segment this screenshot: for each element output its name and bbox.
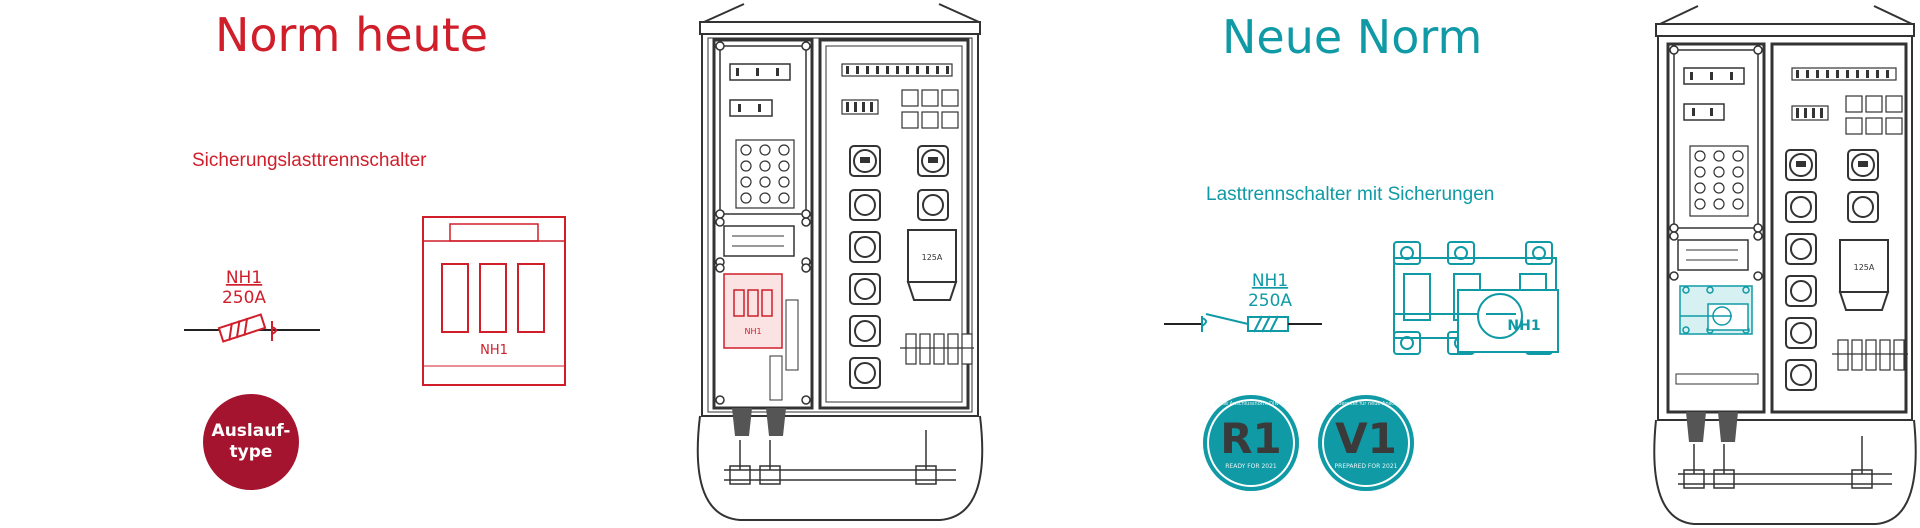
v1-letter: V1 [1335, 414, 1397, 463]
discontinued-badge: Auslauf- type [203, 394, 299, 490]
cabinet-breaker-label-old: 125A [922, 253, 943, 262]
left-title: Norm heute [215, 8, 489, 62]
switch-label-old: NH1 [480, 343, 508, 358]
nh1-switch-new: NH1 [1393, 241, 1559, 355]
switch-label-new: NH1 [1507, 318, 1540, 334]
symbol-rating-old: 250A [222, 288, 266, 308]
r1-letter: R1 [1220, 414, 1282, 463]
badge-line-1: Auslauf- [211, 421, 291, 441]
fuse-switch-symbol-old: NH1 250A [184, 268, 320, 343]
right-title: Neue Norm [1222, 10, 1483, 64]
distribution-cabinet-old: NH1 125A [696, 3, 984, 521]
symbol-type-old: NH1 [226, 268, 262, 288]
r1-ring-text: Neue Anschlussnorm DIN VDE 0100-714 · Ge… [1215, 401, 1287, 407]
symbol-rating-new: 250A [1248, 291, 1292, 311]
cabinet-switch-label-old: NH1 [744, 327, 761, 336]
symbol-type-new: NH1 [1252, 271, 1288, 291]
v1-badge: Vorbereitet für neue Anschlussnorm DIN V… [1318, 395, 1414, 491]
v1-ring-text: Vorbereitet für neue Anschlussnorm DIN V… [1330, 401, 1402, 407]
left-subtitle: Sicherungslasttrennschalter [192, 150, 427, 171]
cabinet-breaker-label-new: 125A [1854, 263, 1875, 272]
nh1-switch-old: NH1 [422, 216, 566, 386]
r1-badge: Neue Anschlussnorm DIN VDE 0100-714 · Ge… [1203, 395, 1299, 491]
r1-small: READY FOR 2021 [1225, 463, 1277, 470]
v1-small: PREPARED FOR 2021 [1334, 463, 1398, 470]
load-switch-symbol-new: NH1 250A [1164, 271, 1322, 333]
distribution-cabinet-new: 125A [1653, 5, 1917, 525]
right-subtitle: Lasttrennschalter mit Sicherungen [1206, 184, 1495, 205]
badge-line-2: type [229, 442, 273, 462]
